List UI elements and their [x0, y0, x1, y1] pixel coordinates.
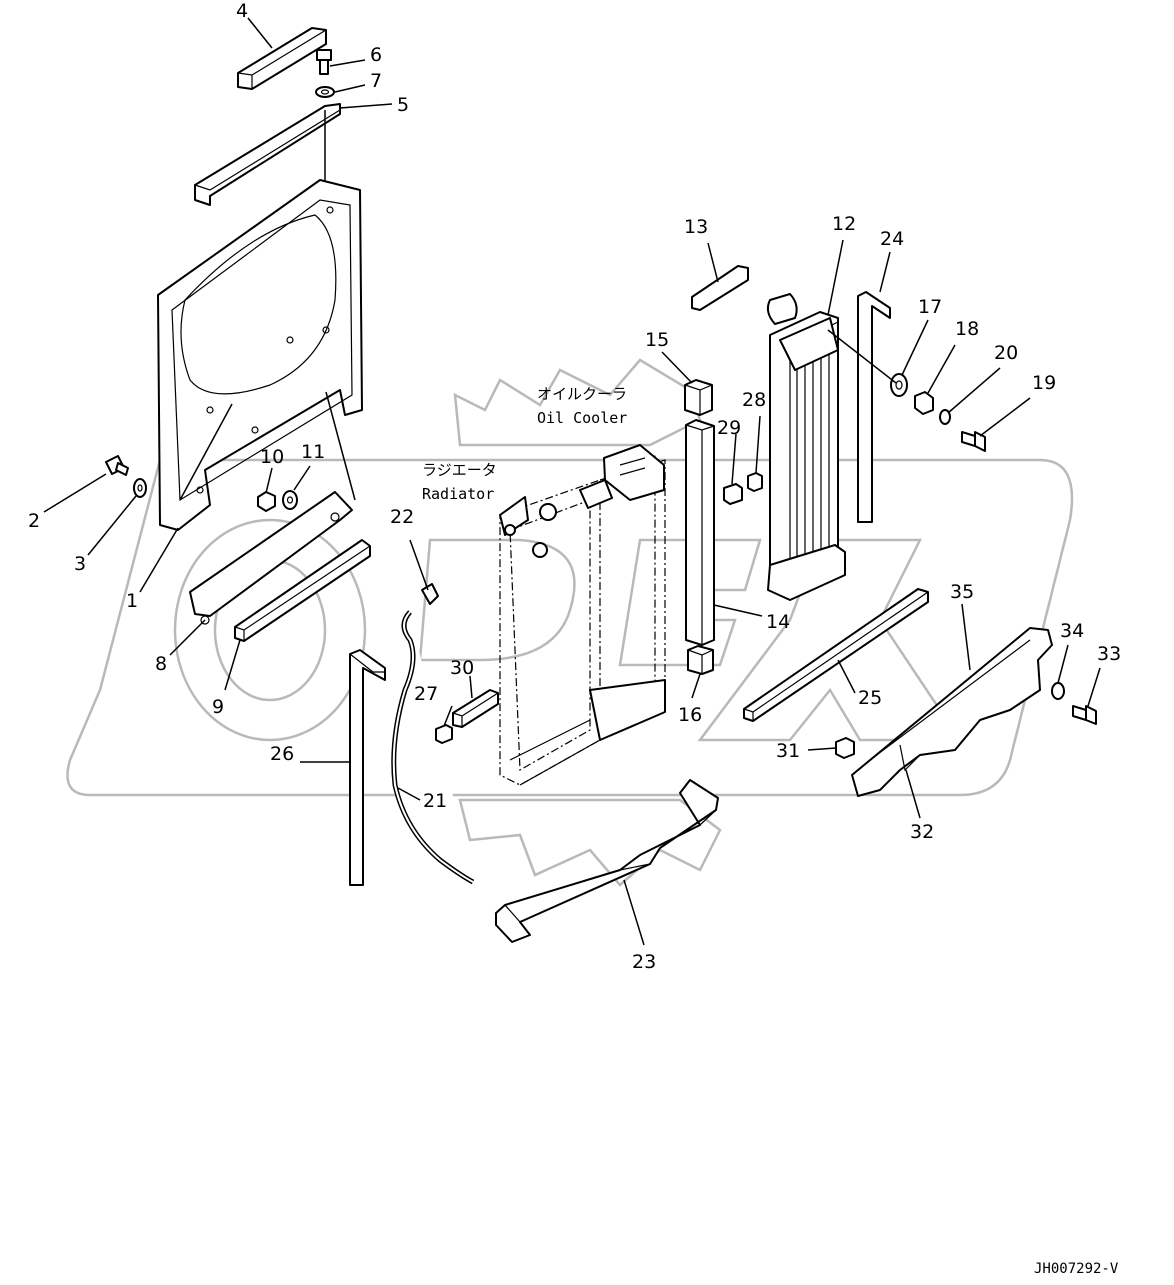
part-14-long-seal: [685, 419, 715, 646]
callout-15: 15: [645, 329, 669, 351]
part-10-nut: [257, 491, 276, 512]
part-31-block: [835, 737, 855, 759]
part-27-block: [435, 724, 453, 744]
part-33-bolt: [1072, 705, 1097, 725]
callout-19: 19: [1032, 372, 1056, 394]
callout-2: 2: [28, 510, 40, 532]
callout-13: 13: [684, 216, 708, 238]
part-29-block: [723, 483, 743, 505]
callout-11: 11: [301, 441, 325, 463]
part-1-fan-shroud: [157, 179, 363, 531]
radiator-label-en: Radiator: [422, 485, 494, 503]
callout-5: 5: [397, 94, 409, 116]
drawing-code: JH007292-V: [1034, 1261, 1119, 1277]
callout-18: 18: [955, 318, 979, 340]
callout-35: 35: [950, 581, 974, 603]
part-7-washer: [315, 86, 335, 98]
part-2-bolt: [105, 455, 129, 476]
callout-12: 12: [832, 213, 856, 235]
part-17-washer: [890, 373, 908, 397]
oil-cooler-label-jp: オイルクーラ: [537, 385, 627, 403]
part-12-oil-cooler: [766, 293, 846, 601]
callout-32: 32: [910, 821, 934, 843]
part-26-l-seal: [349, 649, 386, 886]
callout-1: 1: [126, 590, 138, 612]
callout-24: 24: [880, 228, 904, 250]
callout-6: 6: [370, 44, 382, 66]
radiator-core: [499, 444, 666, 786]
callout-26: 26: [270, 743, 294, 765]
callout-33: 33: [1097, 643, 1121, 665]
caption-oil-cooler: オイルクーラ Oil Cooler: [537, 385, 627, 427]
leader-lines: [43, 17, 1101, 946]
part-28-block: [747, 472, 763, 492]
part-4-spacer-block: [237, 27, 327, 90]
part-16-block: [687, 645, 714, 675]
part-21-hose: [391, 610, 475, 885]
callout-14: 14: [766, 611, 790, 633]
callout-10: 10: [260, 446, 284, 468]
part-23-seal-frame: [495, 779, 719, 943]
part-19-bolt: [961, 431, 986, 452]
callout-21: 21: [423, 790, 447, 812]
part-20-washer: [939, 409, 951, 425]
callout-29: 29: [717, 417, 741, 439]
callout-numbers: 4 6 7 5 2 3 1 10 11 8 9 26 21 22 27 30 2…: [28, 0, 1121, 973]
part-6-bolt: [316, 49, 332, 75]
oil-cooler-label-en: Oil Cooler: [537, 409, 627, 427]
part-30-block: [452, 689, 499, 728]
callout-7: 7: [370, 70, 382, 92]
callout-22: 22: [390, 506, 414, 528]
caption-radiator: ラジエータ Radiator: [422, 461, 497, 503]
callout-31: 31: [776, 740, 800, 762]
radiator-label-jp: ラジエータ: [422, 461, 497, 479]
callout-17: 17: [918, 296, 942, 318]
callout-3: 3: [74, 553, 86, 575]
callout-27: 27: [414, 683, 438, 705]
part-13-spacer: [691, 265, 749, 311]
part-8-lower-bracket: [189, 491, 353, 625]
callout-34: 34: [1060, 620, 1084, 642]
callout-25: 25: [858, 687, 882, 709]
part-18-nut: [914, 391, 934, 415]
callout-16: 16: [678, 704, 702, 726]
callout-4: 4: [236, 0, 248, 22]
part-11-washer: [282, 490, 298, 510]
callout-8: 8: [155, 653, 167, 675]
part-22-clip: [409, 539, 439, 605]
part-35-undercover: [851, 627, 1053, 797]
callout-23: 23: [632, 951, 656, 973]
part-34-washer: [1051, 682, 1065, 700]
callout-9: 9: [212, 696, 224, 718]
callout-30: 30: [450, 657, 474, 679]
callout-20: 20: [994, 342, 1018, 364]
part-25-seal-strip: [743, 588, 929, 722]
part-9-seal-strip: [234, 539, 371, 642]
part-24-l-seal: [857, 291, 891, 523]
part-15-block: [684, 379, 713, 416]
callout-28: 28: [742, 389, 766, 411]
part-3-washer: [133, 478, 147, 498]
